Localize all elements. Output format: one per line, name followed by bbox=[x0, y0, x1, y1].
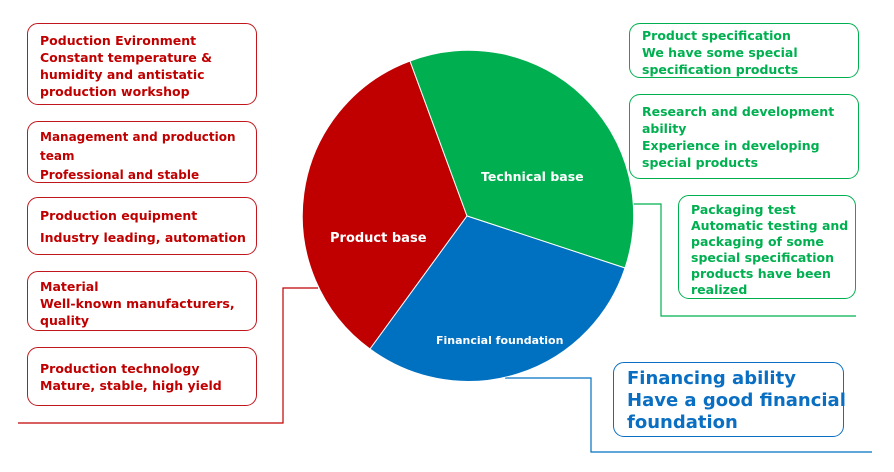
box-text: humidity and antistatic bbox=[40, 67, 205, 82]
box-heading: Product specification bbox=[642, 28, 791, 43]
box-text: Have a good financial bbox=[627, 390, 846, 411]
box-heading: Material bbox=[40, 279, 99, 294]
box-text: Mature, stable, high yield bbox=[40, 378, 222, 393]
box-text: packaging of some bbox=[691, 234, 824, 249]
financial-foundation-slice bbox=[369, 215, 626, 382]
box-text: production workshop bbox=[40, 84, 190, 99]
box-text: Experience in developing bbox=[642, 138, 820, 153]
box-text: quality bbox=[40, 313, 89, 328]
technical-base-slice bbox=[409, 49, 635, 269]
production-technology-box: Production technology Mature, stable, hi… bbox=[27, 347, 257, 406]
box-text: special products bbox=[642, 155, 759, 170]
box-text: special specification bbox=[691, 250, 835, 265]
technical-base-label: Technical base bbox=[481, 169, 584, 184]
box-text: We have some special bbox=[642, 45, 798, 60]
box-heading: Management and production bbox=[40, 130, 236, 144]
financing-ability-box: Financing ability Have a good financial … bbox=[613, 362, 846, 437]
box-text: Professional and stable bbox=[40, 168, 200, 182]
box-text: foundation bbox=[627, 412, 738, 433]
box-text: specification products bbox=[642, 62, 799, 77]
box-text: Constant temperature & bbox=[40, 50, 213, 65]
box-text: realized bbox=[691, 282, 748, 297]
box-text: Industry leading, automation bbox=[40, 230, 246, 245]
box-heading: Financing ability bbox=[627, 368, 796, 389]
product-base-label: Product base bbox=[330, 231, 427, 246]
box-heading: Production technology bbox=[40, 361, 200, 376]
financial-foundation-label: Financial foundation bbox=[436, 334, 563, 347]
research-development-box: Research and development ability Experie… bbox=[629, 94, 859, 179]
production-environment-box: Poduction Evironment Constant temperatur… bbox=[27, 23, 257, 105]
technical-base-connector bbox=[617, 203, 856, 317]
production-equipment-box: Production equipment Industry leading, a… bbox=[27, 197, 257, 255]
box-heading: Poduction Evironment bbox=[40, 33, 197, 48]
product-base-connector bbox=[18, 287, 318, 424]
box-text: Automatic testing and bbox=[691, 218, 849, 233]
material-box: Material Well-known manufacturers, quali… bbox=[27, 271, 257, 331]
box-heading: Packaging test bbox=[691, 202, 796, 217]
box-heading: Production equipment bbox=[40, 208, 198, 223]
box-heading: Research and development bbox=[642, 104, 835, 119]
packaging-test-box: Packaging test Automatic testing and pac… bbox=[678, 195, 856, 299]
product-specification-box: Product specification We have some speci… bbox=[629, 23, 859, 78]
box-text: products have been bbox=[691, 266, 831, 281]
box-text: Well-known manufacturers, bbox=[40, 296, 235, 311]
financial-foundation-connector bbox=[505, 377, 872, 453]
product-base-slice bbox=[301, 60, 468, 350]
box-text: ability bbox=[642, 121, 687, 136]
box-text: team bbox=[40, 149, 75, 163]
management-team-box: Management and production team Professio… bbox=[27, 121, 257, 183]
